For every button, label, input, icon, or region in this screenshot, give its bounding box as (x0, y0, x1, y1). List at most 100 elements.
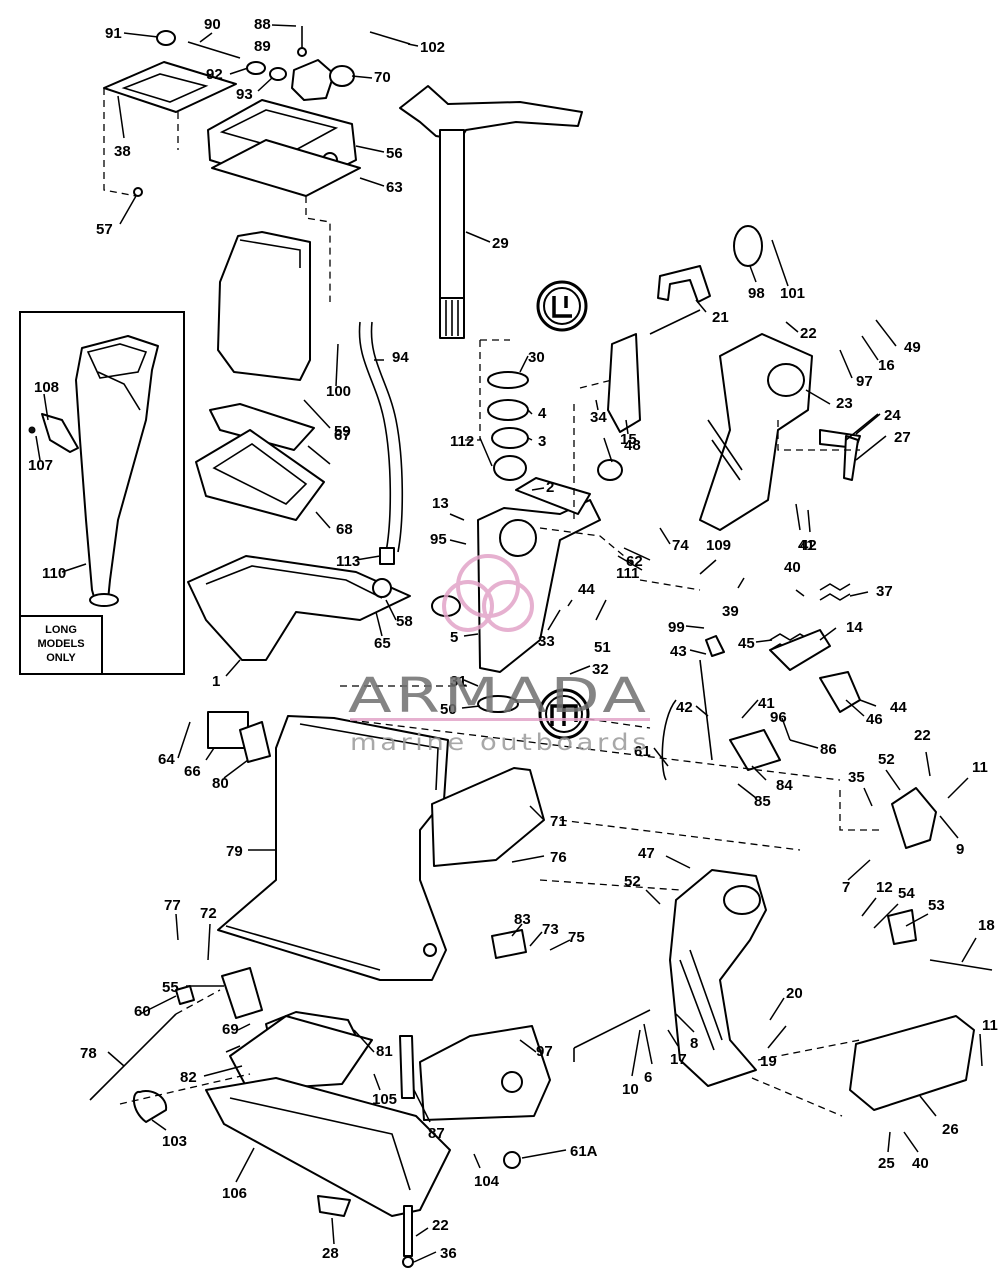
callout-label: 27 (894, 429, 911, 446)
callout-label: 36 (440, 1245, 457, 1262)
callout-label: 103 (162, 1133, 187, 1150)
tilt-lever (657, 265, 711, 303)
watermark-logo-icon (442, 554, 534, 632)
callout-label: 75 (568, 929, 585, 946)
watermark-tagline: marine outboards (350, 730, 650, 756)
exhaust-housing (195, 231, 325, 521)
callout-label: 99 (668, 619, 685, 636)
callout-label: 37 (876, 583, 893, 600)
lower-parts (89, 711, 551, 1268)
callout-label: 100 (326, 383, 351, 400)
callout-label: 6 (644, 1069, 652, 1086)
callout-label: 24 (884, 407, 901, 424)
callout-label: 88 (254, 16, 271, 33)
callout-label: 29 (492, 235, 509, 252)
callout-label: 42 (800, 537, 817, 554)
callout-label: 82 (180, 1069, 197, 1086)
callout-label: 98 (748, 285, 765, 302)
callout-label: 81 (376, 1043, 393, 1060)
callout-label: 93 (236, 86, 253, 103)
armada-watermark: ARMADA marine outboards (348, 554, 650, 756)
callout-label: 11 (982, 1017, 998, 1034)
callout-label: 72 (200, 905, 217, 922)
callout-label: 18 (978, 917, 995, 934)
callout-label: 4 (538, 405, 547, 422)
callout-label: 112 (450, 433, 474, 450)
callout-label: 22 (914, 727, 931, 744)
callout-label: 28 (322, 1245, 339, 1262)
callout-label: 97 (536, 1043, 553, 1060)
assembly-lines (103, 88, 880, 1117)
callout-label: 60 (134, 1003, 151, 1020)
callout-label: 32 (592, 661, 609, 678)
callout-label: 5 (450, 629, 458, 646)
callout-label: 97 (856, 373, 873, 390)
steering-arm (399, 85, 583, 339)
callout-label: 23 (836, 395, 853, 412)
callout-label: 65 (374, 635, 391, 652)
callout-label: 3 (538, 433, 546, 450)
callout-label: 94 (392, 349, 409, 366)
callout-label: 43 (670, 643, 687, 660)
callout-label: 1 (212, 673, 220, 690)
callout-label: 40 (912, 1155, 929, 1172)
callout-label: 87 (428, 1125, 445, 1142)
lubricate-symbol-icon (536, 280, 588, 332)
callout-label: 86 (820, 741, 837, 758)
long-models-inset: LONG MODELS ONLY (19, 311, 185, 675)
callout-label: 55 (162, 979, 179, 996)
callout-label: 105 (372, 1091, 397, 1108)
callout-label: 7 (842, 879, 850, 896)
callout-label: 69 (222, 1021, 239, 1038)
adapter-group (103, 26, 411, 197)
callout-label: 50 (440, 701, 457, 718)
watermark-brand: ARMADA (348, 668, 650, 724)
callout-label: 34 (590, 409, 607, 426)
callout-label: 11 (972, 759, 988, 776)
callout-label: 39 (722, 603, 739, 620)
callout-label: 84 (776, 777, 793, 794)
callout-label: 108 (34, 379, 59, 396)
callout-label: 104 (474, 1173, 500, 1190)
callout-label: 101 (780, 285, 805, 302)
callout-label: 22 (432, 1217, 449, 1234)
callout-label: 79 (226, 843, 243, 860)
callout-label: 52 (624, 873, 641, 890)
callout-label: 48 (624, 437, 641, 454)
callout-label: 51 (594, 639, 611, 656)
callout-label: 96 (770, 709, 787, 726)
callout-label: 54 (898, 885, 915, 902)
callout-labels: 91 90 88 89 102 92 93 70 38 56 63 57 29 … (28, 16, 998, 1262)
callout-label: 90 (204, 16, 221, 33)
callout-label: 12 (876, 879, 893, 896)
callout-label: 77 (164, 897, 181, 914)
callout-label: 71 (550, 813, 567, 830)
callout-label: 61 (634, 743, 651, 760)
callout-label: 42 (676, 699, 693, 716)
callout-label: 9 (956, 841, 964, 858)
callout-label: 68 (336, 521, 353, 538)
callout-label: 67 (334, 427, 351, 444)
callout-label: 95 (430, 531, 447, 548)
callout-label: 15 (620, 431, 637, 448)
inset-caption-1: LONG (45, 624, 77, 636)
callout-label: 31 (450, 673, 467, 690)
callout-label: 14 (846, 619, 863, 636)
callout-label: 80 (212, 775, 229, 792)
callout-label: 16 (878, 357, 895, 374)
callout-label: 20 (786, 985, 803, 1002)
callout-label: 44 (890, 699, 907, 716)
callout-label: 83 (514, 911, 531, 928)
callout-label: 52 (878, 751, 895, 768)
callout-label: 66 (184, 763, 201, 780)
callout-label: 73 (542, 921, 559, 938)
callout-label: 45 (738, 635, 755, 652)
callout-label: 113 (336, 553, 360, 570)
inset-caption-2: MODELS (37, 638, 84, 650)
callout-label: 110 (42, 565, 66, 582)
callout-label: 47 (638, 845, 655, 862)
stern-bracket-upper (699, 333, 861, 531)
callout-label: 13 (432, 495, 449, 512)
callout-label: 40 (784, 559, 801, 576)
